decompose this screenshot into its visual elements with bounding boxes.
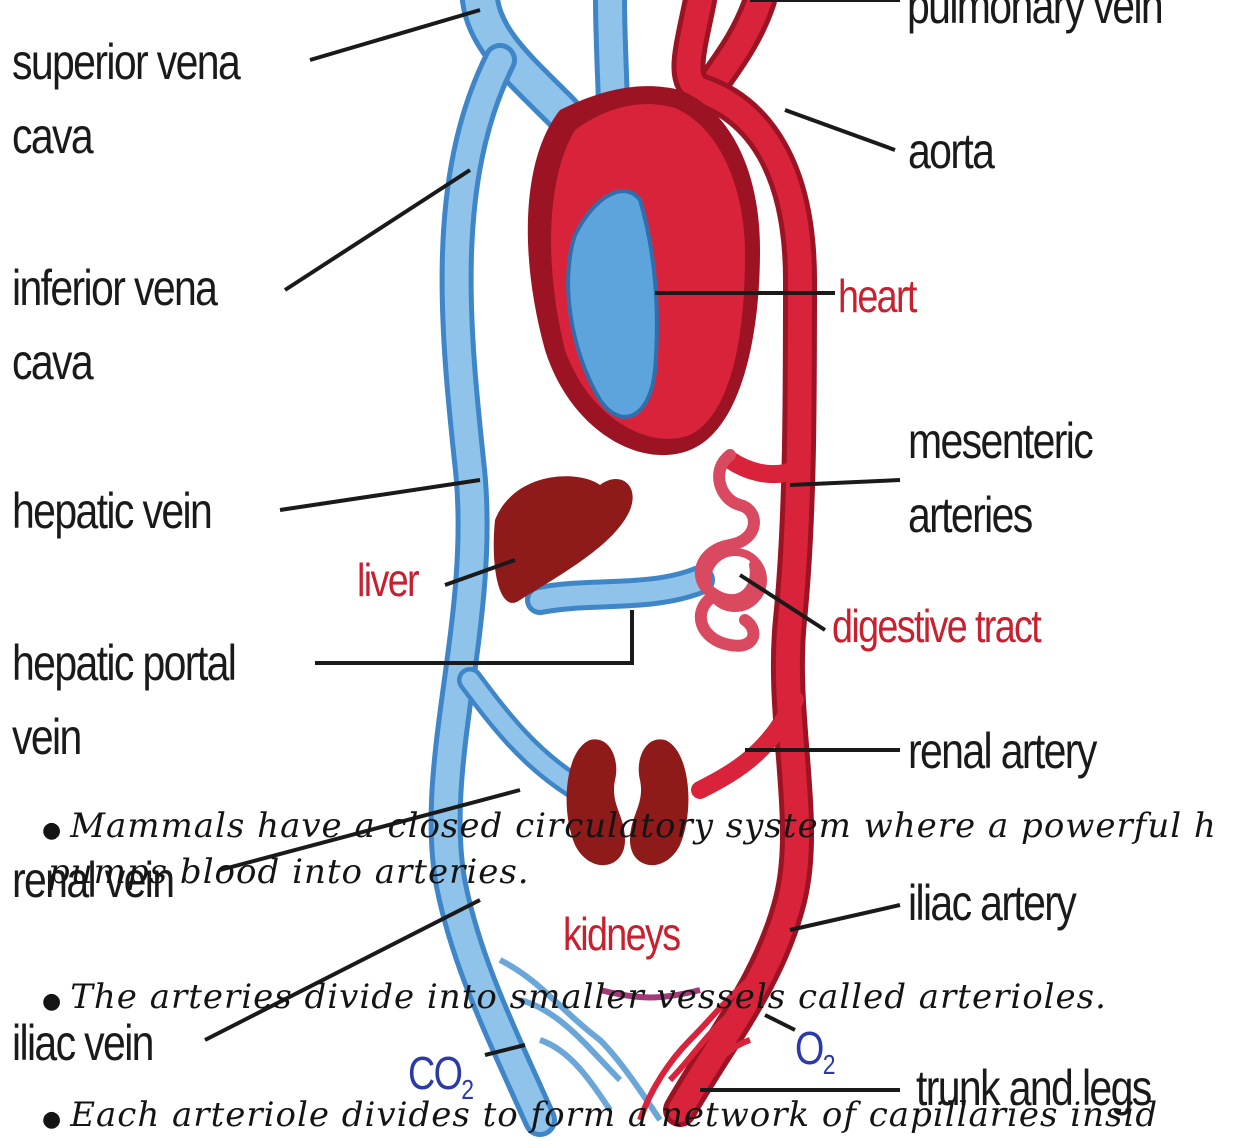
label-hepatic-portal-vein-line2: vein (12, 699, 81, 775)
bullet-2: ●The arteries divide into smaller vessel… (42, 977, 1107, 1017)
label-pulmonary-vein: pulmonary vein (907, 0, 1162, 44)
label-mesenteric-arteries-line1: mesenteric (908, 403, 1092, 479)
label-hepatic-portal-vein-line1: hepatic portal (12, 625, 235, 701)
o2-subscript: 2 (823, 1049, 834, 1080)
label-iliac-artery: iliac artery (908, 865, 1075, 941)
bullet-3-text: Each arteriole divides to form a network… (70, 1095, 1158, 1135)
label-heart: heart (838, 258, 916, 334)
label-digestive-tract: digestive tract (832, 588, 1040, 664)
label-superior-vena-cava-line1: superior vena (12, 24, 239, 100)
bullet-1-continued: pumps blood into arteries. (48, 852, 530, 892)
bullet-2-text: The arteries divide into smaller vessels… (70, 977, 1107, 1017)
digestive-tract-illustration (701, 455, 763, 646)
bullet-3: ●Each arteriole divides to form a networ… (42, 1095, 1158, 1135)
label-inferior-vena-cava-line1: inferior vena (12, 250, 216, 326)
label-hepatic-vein: hepatic vein (12, 473, 211, 549)
label-kidneys: kidneys (563, 896, 679, 972)
label-o2: O2 (795, 1010, 834, 1103)
bullet-1-text: Mammals have a closed circulatory system… (70, 806, 1217, 846)
label-renal-artery: renal artery (908, 713, 1096, 789)
bullet-1: ●Mammals have a closed circulatory syste… (42, 806, 1217, 846)
heart-illustration (528, 86, 760, 455)
o2-main: O (795, 1022, 823, 1074)
label-aorta: aorta (908, 113, 993, 189)
label-liver: liver (357, 542, 418, 618)
label-inferior-vena-cava-line2: cava (12, 324, 92, 400)
bullet-1-cont-text: pumps blood into arteries. (48, 852, 530, 892)
kidneys-illustration (567, 739, 689, 865)
label-mesenteric-arteries-line2: arteries (908, 477, 1032, 553)
label-superior-vena-cava-line2: cava (12, 98, 92, 174)
co2-main: CO (408, 1047, 461, 1099)
